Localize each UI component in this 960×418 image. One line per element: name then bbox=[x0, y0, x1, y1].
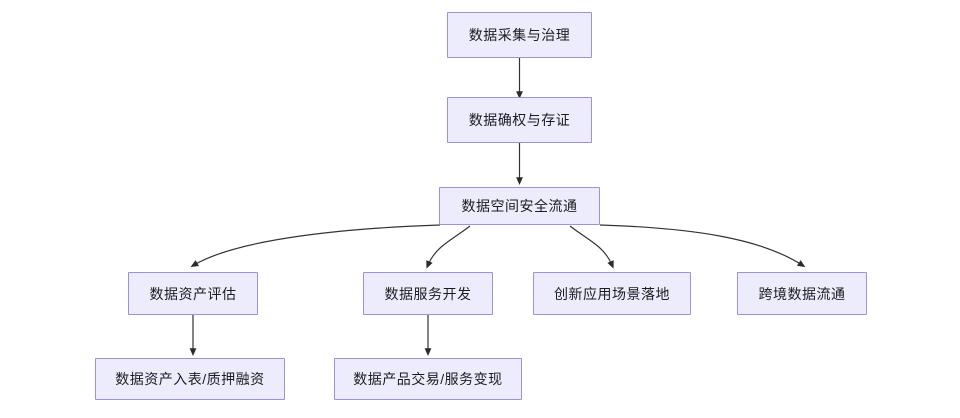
edge-n3-n4 bbox=[190, 224, 441, 268]
node-label: 数据资产评估 bbox=[149, 285, 237, 302]
node-data-asset-valuation[interactable]: 数据资产评估 bbox=[128, 272, 258, 315]
node-label: 数据资产入表/质押融资 bbox=[115, 371, 265, 387]
node-label: 跨境数据流通 bbox=[758, 285, 846, 302]
node-data-space-secure-circulation[interactable]: 数据空间安全流通 bbox=[439, 187, 600, 225]
node-label: 数据空间安全流通 bbox=[461, 198, 578, 214]
node-label: 数据服务开发 bbox=[384, 285, 472, 302]
node-label: 数据确权与存证 bbox=[468, 112, 571, 128]
node-data-rights-attestation[interactable]: 数据确权与存证 bbox=[447, 97, 592, 143]
node-label: 数据采集与治理 bbox=[468, 27, 571, 43]
node-label: 数据产品交易/服务变现 bbox=[353, 371, 503, 387]
node-asset-on-balance-sheet-financing[interactable]: 数据资产入表/质押融资 bbox=[95, 358, 285, 400]
node-data-product-trading-monetization[interactable]: 数据产品交易/服务变现 bbox=[334, 358, 522, 400]
edge-n3-n6 bbox=[569, 225, 614, 269]
edge-n3-n7 bbox=[599, 224, 806, 268]
node-data-collection-governance[interactable]: 数据采集与治理 bbox=[447, 12, 592, 58]
node-label: 创新应用场景落地 bbox=[554, 285, 670, 302]
edge-n3-n5 bbox=[426, 225, 471, 269]
node-innovative-application-scenarios[interactable]: 创新应用场景落地 bbox=[533, 272, 691, 315]
node-data-service-development[interactable]: 数据服务开发 bbox=[363, 272, 493, 315]
node-cross-border-data-flow[interactable]: 跨境数据流通 bbox=[737, 272, 867, 315]
